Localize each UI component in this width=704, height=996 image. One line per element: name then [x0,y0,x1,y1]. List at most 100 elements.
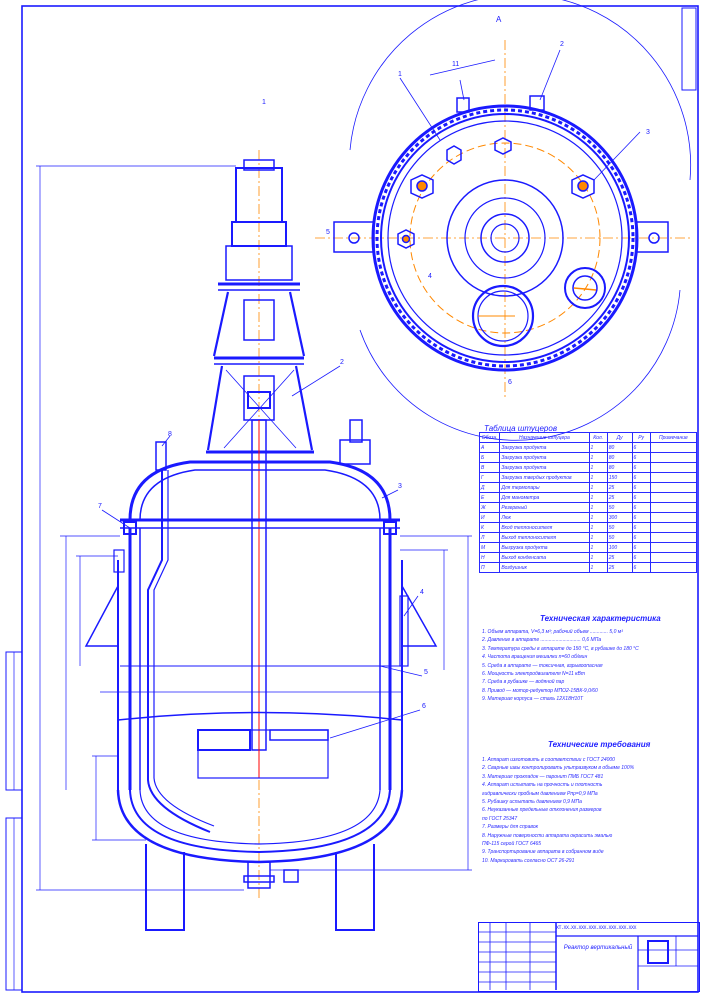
table-cell: В [478,462,501,473]
table-cell: 80 [606,452,633,463]
table-cell [649,462,698,473]
requirements-heading: Технические требования [548,740,651,749]
note-line: 9. Материал корпуса — сталь 12Х18Н10Т [482,696,584,703]
table-header-cell: Обозн. [478,432,501,443]
table-cell [649,442,698,453]
table-cell: Выход теплоносителя [499,532,590,543]
table-cell: 6 [631,442,651,453]
table-cell: Люк [499,512,590,523]
drawing-title: Реактор вертикальный [563,945,633,951]
table-cell: 80 [606,462,633,473]
table-cell: Загрузка твердых продуктов [499,472,590,483]
top-view: А [315,0,692,441]
nozzle-group [397,137,606,309]
note-line: 7. Размеры для справок [482,824,538,831]
table-cell: 100 [606,542,633,553]
table-cell: 25 [606,562,633,573]
callout: 2 [560,41,564,48]
table-cell: 6 [631,532,651,543]
callout: 3 [646,129,650,136]
table-cell: Воздушник [499,562,590,573]
drawing-code: ХТ.ХХ.ХХ.ХХХ.ХХХ.ХХХ.ХХХ.ХХХ.ХХХ [556,925,637,931]
callout: 1 [398,71,402,78]
table-header-cell: Ру [631,432,651,443]
table-cell: И [478,512,501,523]
front-view-callouts: 1 2 3 4 5 6 7 8 [98,99,428,710]
note-line: 3. Температура среды в аппарате до 150 °… [482,645,639,652]
callout: 6 [422,703,426,710]
table-cell: 1 [588,502,608,513]
table-cell [649,512,698,523]
table-cell: 1 [588,512,608,523]
table-cell: 25 [606,492,633,503]
table-cell: 6 [631,512,651,523]
table-cell: 6 [631,552,651,563]
table-cell: П [478,562,501,573]
callout: 4 [420,589,424,596]
table-cell: Выход конденсата [499,552,590,563]
table-cell: 1 [588,492,608,503]
note-line: 4. Аппарат испытать на прочность и плотн… [482,782,603,789]
callout: 7 [98,503,102,510]
note-line: 2. Сварные швы контролировать ультразвук… [482,765,635,772]
table-cell: Б [478,452,501,463]
table-cell: Н [478,552,501,563]
table-cell [649,562,698,573]
callout: 4 [428,273,432,280]
table-cell: 1 [588,482,608,493]
table-cell: Л [478,532,501,543]
dimension-lines [36,165,472,891]
note-line: гидравлически пробным давлением Рпр=0,9 … [482,790,598,797]
sheet-frame [5,5,699,993]
table-cell: Е [478,492,501,503]
callout: 6 [508,379,512,386]
table-cell [649,452,698,463]
table-cell: 6 [631,482,651,493]
note-line: 6. Неуказанные предельные отклонения раз… [482,807,602,814]
note-line: 9. Транспортирование аппарата в собранно… [482,849,604,856]
callout: 5 [424,669,428,676]
table-cell: 25 [606,552,633,563]
note-line: 2. Давление в аппарате .................… [482,637,602,644]
table-cell [649,532,698,543]
callout: 1 [262,99,266,106]
specs-heading: Техническая характеристика [540,614,661,623]
table-cell: 1 [588,442,608,453]
table-header-cell: Ду [606,432,633,443]
table-cell: 6 [631,492,651,503]
note-line: 7. Среда в рубашке — водяной пар [482,679,565,686]
table-cell: К [478,522,501,533]
front-view [84,150,438,931]
table-cell: Выгрузка продукта [499,542,590,553]
table-cell: 80 [606,442,633,453]
table-cell: 1 [588,542,608,553]
table-cell: 6 [631,502,651,513]
note-line: 6. Мощность электродвигателя N=11 кВт [482,671,585,678]
table-cell [649,552,698,563]
callout: 5 [326,229,330,236]
table-cell [649,502,698,513]
table-cell: 6 [631,452,651,463]
table-cell: Вход теплоносителя [499,522,590,533]
requirements-notes: 1. Аппарат изготовить в соответствии с Г… [482,756,694,865]
note-line: 8. Привод — мотор-редуктор МПО2-15ВК-9,0… [482,687,598,694]
specs-notes: 1. Объем аппарата, V=6,3 м³; рабочий объ… [482,628,694,704]
table-cell: 6 [631,462,651,473]
callout: 2 [340,359,344,366]
front-view-leaders [101,365,423,739]
table-cell [649,482,698,493]
table-cell: Резервный [499,502,590,513]
table-header-cell: Назначение штуцера [499,432,590,443]
table-cell: 6 [631,562,651,573]
